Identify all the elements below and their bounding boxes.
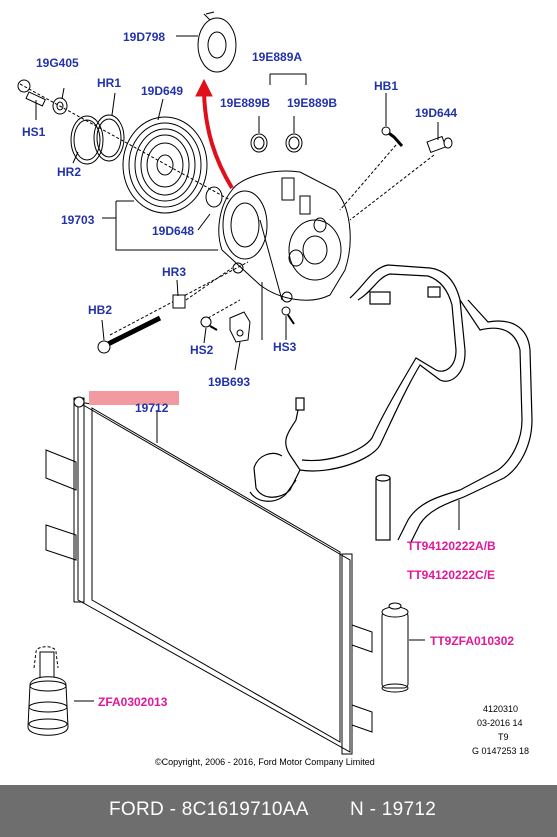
label-hr3: HR3 (162, 265, 187, 279)
label-tt9zfa010302: TT9ZFA010302 (430, 634, 515, 648)
label-hr2: HR2 (57, 165, 82, 179)
condenser-part (45, 396, 373, 755)
meta-line1: 4120310 (483, 704, 519, 714)
compressor-part (218, 170, 351, 303)
label-19712: 19712 (135, 401, 169, 415)
label-zfa0302013: ZFA0302013 (98, 695, 168, 709)
label-19d649: 19D649 (141, 84, 184, 98)
label-19e889a: 19E889A (252, 50, 303, 64)
label-hs1: HS1 (22, 125, 46, 139)
pulley-part (122, 116, 208, 214)
highlight-bar (89, 391, 179, 405)
label-hb2: HB2 (88, 303, 113, 317)
pulley-cover-part (197, 11, 237, 73)
meta-line2: 03-2016 14 (477, 718, 523, 728)
label-19e889b-right: 19E889B (287, 96, 338, 110)
label-hb1: HB1 (374, 79, 399, 93)
receiver-drier-part (381, 602, 409, 693)
label-19e889b-left: 19E889B (220, 96, 271, 110)
label-19d644: 19D644 (415, 106, 458, 120)
label-tt94120222ce: TT94120222C/E (407, 568, 496, 582)
dessicant-bag-part (27, 646, 69, 736)
label-19703: 19703 (61, 213, 95, 227)
parts-diagram: 19D798 19E889A 19G405 HR1 19D649 19E889B… (17, 11, 533, 767)
label-tt94120222ab: TT94120222A/B (407, 539, 496, 553)
label-hs2: HS2 (190, 343, 214, 357)
copyright-text: ©Copyright, 2006 - 2016, Ford Motor Comp… (155, 757, 375, 767)
ac-hose-part (249, 264, 533, 545)
label-19d798: 19D798 (123, 30, 166, 44)
footer-part-number: FORD - 8C1619710AA (109, 799, 309, 820)
footer-reference: N - 19712 (350, 799, 437, 820)
bolt-hs1-part (17, 79, 68, 115)
label-hr1: HR1 (97, 76, 122, 90)
label-hs3: HS3 (273, 340, 297, 354)
meta-line4: G 0147253 18 (472, 746, 530, 756)
label-19b693: 19B693 (208, 375, 251, 389)
meta-line3: T9 (498, 732, 509, 742)
footer-bar: FORD - 8C1619710AA N - 19712 (0, 785, 557, 837)
label-19g405: 19G405 (36, 56, 79, 70)
diagram-drawing (17, 11, 533, 755)
label-19d648: 19D648 (152, 224, 195, 238)
